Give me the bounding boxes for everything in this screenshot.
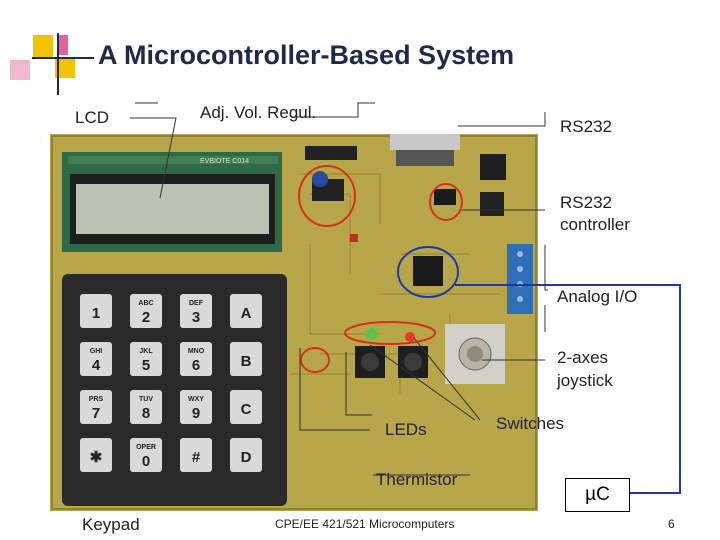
keypad-keys: 1 ABC 2 DEF 3 A GHI 4 JKL 5 MNO 6 B PRS 7 TUV 8 WXY 9 C ✱ OPE… [80, 294, 262, 472]
label-microcontroller: µC [585, 484, 610, 505]
keypad-key-label: 9 [192, 405, 200, 422]
keypad-key-label: 5 [142, 357, 150, 374]
keypad-key [180, 294, 212, 328]
keypad-key [80, 438, 112, 472]
keypad-key-label: C [241, 401, 252, 418]
board-photo: EVBIOTE C014 1 ABC 2 DEF 3 A GHI 4 JKL 5 MNO 6 B PRS 7… [50, 134, 538, 511]
keypad-key-label: DEF [189, 300, 204, 307]
keypad-key-label: 4 [92, 357, 101, 374]
pcb-silkscreen: EVBIOTE C014 [200, 158, 249, 165]
keypad-key-label: ABC [138, 300, 153, 307]
keypad-key-label: JKL [139, 348, 153, 355]
keypad-key [80, 294, 112, 328]
keypad-key-label: # [192, 449, 201, 466]
keypad-key [130, 294, 162, 328]
slide-footer: CPE/EE 421/521 Microcomputers [275, 517, 455, 531]
keypad-key-label: ✱ [90, 449, 103, 466]
keypad-key-label: 7 [92, 405, 100, 422]
corner-decoration [0, 0, 100, 100]
slide-title: A Microcontroller-Based System [98, 40, 515, 70]
keypad-key [130, 438, 162, 472]
label-joystick-1: 2-axes [557, 348, 609, 367]
page-number: 6 [668, 517, 675, 531]
keypad-key [230, 438, 262, 472]
keypad-key-label: B [241, 353, 252, 370]
label-regulator: Adj. Vol. Regul. [200, 103, 317, 122]
keypad-key [180, 390, 212, 424]
label-rs232-controller-2: controller [560, 215, 630, 234]
keypad-key-label: D [241, 449, 252, 466]
label-leds: LEDs [385, 420, 427, 439]
keypad-key-label: WXY [188, 396, 204, 403]
keypad-key [230, 390, 262, 424]
keypad-key-label: 8 [142, 405, 150, 422]
keypad-key-label: TUV [139, 396, 153, 403]
keypad-key [80, 342, 112, 376]
keypad-key-label: A [241, 305, 252, 322]
keypad-key-label: 1 [92, 305, 100, 322]
keypad-key-label: PRS [89, 396, 104, 403]
keypad-key [180, 438, 212, 472]
keypad-key [230, 342, 262, 376]
label-rs232-controller-1: RS232 [560, 193, 612, 212]
label-keypad: Keypad [82, 515, 140, 534]
label-switches: Switches [496, 414, 565, 433]
keypad-key-label: OPER [136, 444, 156, 451]
keypad-key [180, 342, 212, 376]
label-rs232: RS232 [560, 117, 612, 136]
microcontroller-box: µC [565, 478, 630, 512]
label-thermistor: Thermistor [376, 470, 458, 489]
keypad-key-label: GHI [90, 348, 103, 355]
label-joystick-2: joystick [557, 371, 613, 390]
keypad-key [130, 342, 162, 376]
keypad-key [80, 390, 112, 424]
keypad-key-label: 6 [192, 357, 200, 374]
keypad-key-label: 3 [192, 309, 200, 326]
keypad-key [130, 390, 162, 424]
keypad-key-label: 2 [142, 309, 150, 326]
keypad-key-label: 0 [142, 453, 150, 470]
keypad-key [230, 294, 262, 328]
label-lcd: LCD [75, 108, 110, 127]
label-analog-io: Analog I/O [557, 287, 638, 306]
keypad-key-label: MNO [188, 348, 205, 355]
